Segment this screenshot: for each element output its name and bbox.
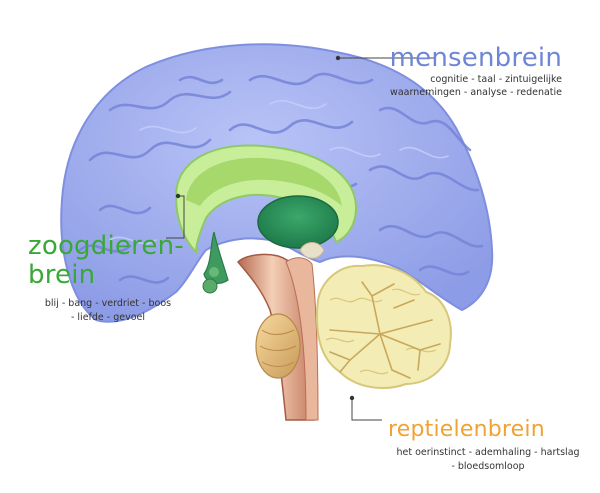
zoogdierenbrein-desc-line2: - liefde - gevoel: [70, 311, 146, 323]
reptielenbrein-desc-line1: het oerinstinct - ademhaling - hartslag: [396, 447, 580, 459]
reptielenbrein-title: reptielenbrein: [388, 417, 545, 442]
brainstem-shape: [236, 253, 319, 421]
mensenbrein-label: mensenbrein cognitie - taal - zintuigeli…: [390, 44, 562, 100]
leader-lines: [166, 55, 436, 421]
zoogdierenbrein-title-line1: zoogdieren-: [28, 231, 184, 261]
reptielenbrein-label: reptielenbrein het oerinstinct - ademhal…: [388, 417, 588, 474]
zoogdierenbrein-title-line2: brein: [28, 259, 96, 290]
limbic-shape: [174, 144, 358, 294]
reptielenbrein-desc-line2: - bloedsomloop: [451, 460, 525, 472]
zoogdierenbrein-label: zoogdieren- brein blij - bang - verdriet…: [28, 232, 188, 325]
mensenbrein-desc-line2: waarnemingen - analyse - redenatie: [390, 87, 562, 99]
zoogdierenbrein-desc-line1: blij - bang - verdriet - boos: [44, 298, 172, 310]
mensenbrein-title: mensenbrein: [389, 43, 562, 73]
mensenbrein-desc-line1: cognitie - taal - zintuigelijke: [430, 73, 562, 85]
cerebellum-shape: [316, 264, 452, 389]
